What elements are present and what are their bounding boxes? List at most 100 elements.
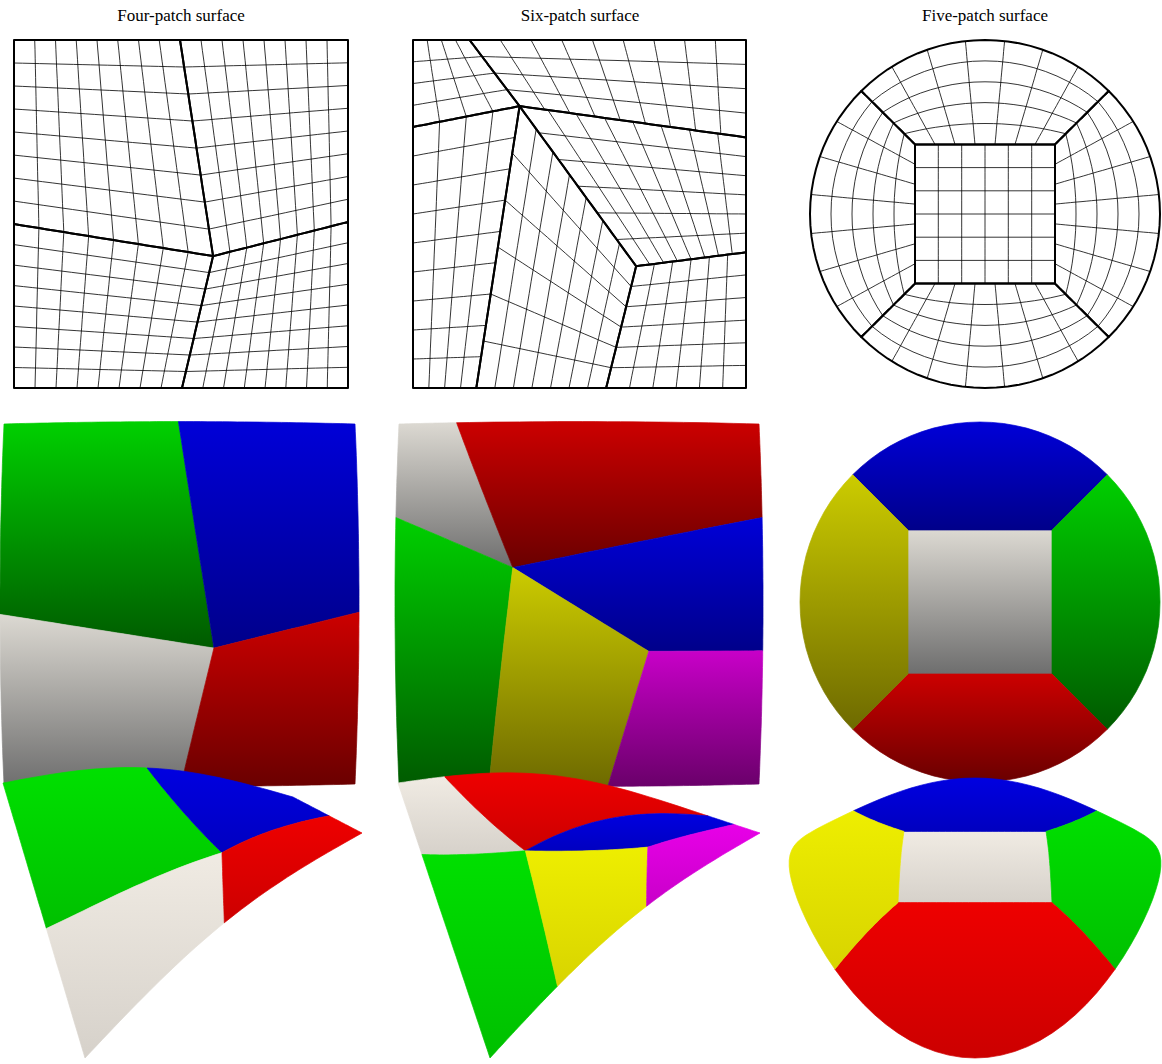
- mesh-line: [915, 167, 1055, 168]
- mesh-line: [837, 121, 915, 164]
- surface-patch: [789, 811, 904, 969]
- mesh-line: [626, 298, 746, 307]
- mesh-line: [1087, 112, 1118, 315]
- surface-patch: [46, 853, 224, 1058]
- mesh-line: [1055, 121, 1133, 164]
- mesh-line: [14, 347, 190, 355]
- mesh-line: [873, 123, 894, 305]
- mesh-line: [894, 103, 1077, 123]
- surface-patch: [178, 422, 359, 648]
- mesh-line: [837, 264, 915, 307]
- mesh-line: [14, 86, 188, 94]
- mesh-line: [894, 134, 904, 295]
- mesh-line: [14, 63, 184, 67]
- mesh-line: [915, 260, 1055, 261]
- mesh-line: [611, 365, 746, 367]
- mesh-line: [413, 200, 505, 214]
- mesh-line: [621, 320, 746, 327]
- mesh-line: [209, 199, 348, 229]
- mesh-line: [484, 341, 612, 368]
- surface-patch: [898, 831, 1052, 902]
- mesh-line: [894, 305, 1077, 325]
- patch-boundary: [470, 40, 746, 137]
- mesh-line: [578, 186, 746, 195]
- mesh-line: [892, 284, 935, 362]
- mesh-line: [617, 233, 746, 239]
- mesh-line: [915, 237, 1055, 238]
- mesh-line: [14, 306, 198, 322]
- patch-boundary: [180, 40, 348, 256]
- mesh-line: [631, 275, 746, 287]
- mesh-line: [413, 357, 481, 359]
- patch-boundary: [413, 106, 520, 388]
- mesh-line: [872, 61, 1098, 102]
- mesh-line: [14, 155, 201, 175]
- column-title: Six-patch surface: [521, 6, 639, 26]
- mesh-line: [995, 284, 1005, 387]
- mesh-line: [904, 294, 1065, 304]
- mesh-line: [558, 160, 746, 176]
- surface-patch: [647, 825, 760, 907]
- patch-boundary: [520, 106, 746, 266]
- mesh-line: [883, 316, 1087, 347]
- mesh-line: [904, 124, 1065, 134]
- parameter-meshes: [14, 40, 1160, 388]
- surface-patch: [0, 422, 214, 648]
- mesh-line: [205, 177, 348, 203]
- patch-boundary: [476, 106, 636, 388]
- surface-patch: [800, 475, 908, 730]
- mesh-line: [201, 154, 348, 175]
- column-title: Five-patch surface: [922, 6, 1048, 26]
- mesh-line: [14, 109, 192, 121]
- mesh-line: [201, 284, 348, 305]
- mesh-line: [14, 327, 194, 339]
- mesh-line: [1055, 264, 1133, 307]
- mesh-line: [883, 82, 1087, 113]
- patch-boundary: [915, 144, 1055, 283]
- mesh-line: [413, 231, 500, 243]
- mesh-line: [192, 108, 348, 121]
- surface-patch: [608, 651, 763, 787]
- mesh-line: [1077, 123, 1098, 305]
- mesh-line: [482, 57, 746, 65]
- surface-patch: [181, 612, 359, 786]
- mesh-line: [1035, 284, 1078, 362]
- mesh-line: [205, 264, 348, 290]
- mesh-line: [14, 201, 209, 229]
- mesh-line: [892, 67, 935, 145]
- surface-patch: [222, 816, 362, 923]
- mesh-line: [14, 132, 197, 148]
- mesh-line: [413, 294, 491, 301]
- mesh-line: [413, 325, 486, 330]
- surface-patch: [0, 614, 214, 786]
- mesh-line: [188, 86, 348, 95]
- mesh-line: [413, 137, 515, 156]
- patch-boundary: [810, 91, 915, 337]
- mesh-line: [965, 284, 975, 387]
- column-title: Four-patch surface: [117, 6, 245, 26]
- mesh-line: [872, 326, 1098, 367]
- mesh-line: [186, 367, 348, 371]
- surface-patch: [835, 903, 1115, 1058]
- mesh-line: [429, 122, 440, 388]
- surface-patch: [853, 778, 1096, 831]
- mesh-line: [811, 195, 915, 205]
- patch-boundary: [14, 40, 213, 256]
- mesh-line: [198, 305, 349, 322]
- mesh-line: [14, 286, 201, 306]
- mesh-line: [14, 265, 205, 289]
- mesh-line: [1066, 134, 1076, 295]
- mesh-line: [915, 190, 1055, 191]
- mesh-line: [445, 117, 467, 388]
- mesh-line: [14, 178, 205, 202]
- mesh-line: [491, 294, 616, 347]
- mesh-line: [512, 153, 631, 286]
- patch-boundary: [182, 222, 348, 388]
- mesh-line: [184, 63, 348, 67]
- mesh-line: [413, 90, 507, 106]
- mesh-line: [616, 343, 746, 348]
- mesh-line: [1035, 67, 1078, 145]
- mesh-line: [1055, 224, 1159, 234]
- mesh-line: [413, 57, 482, 62]
